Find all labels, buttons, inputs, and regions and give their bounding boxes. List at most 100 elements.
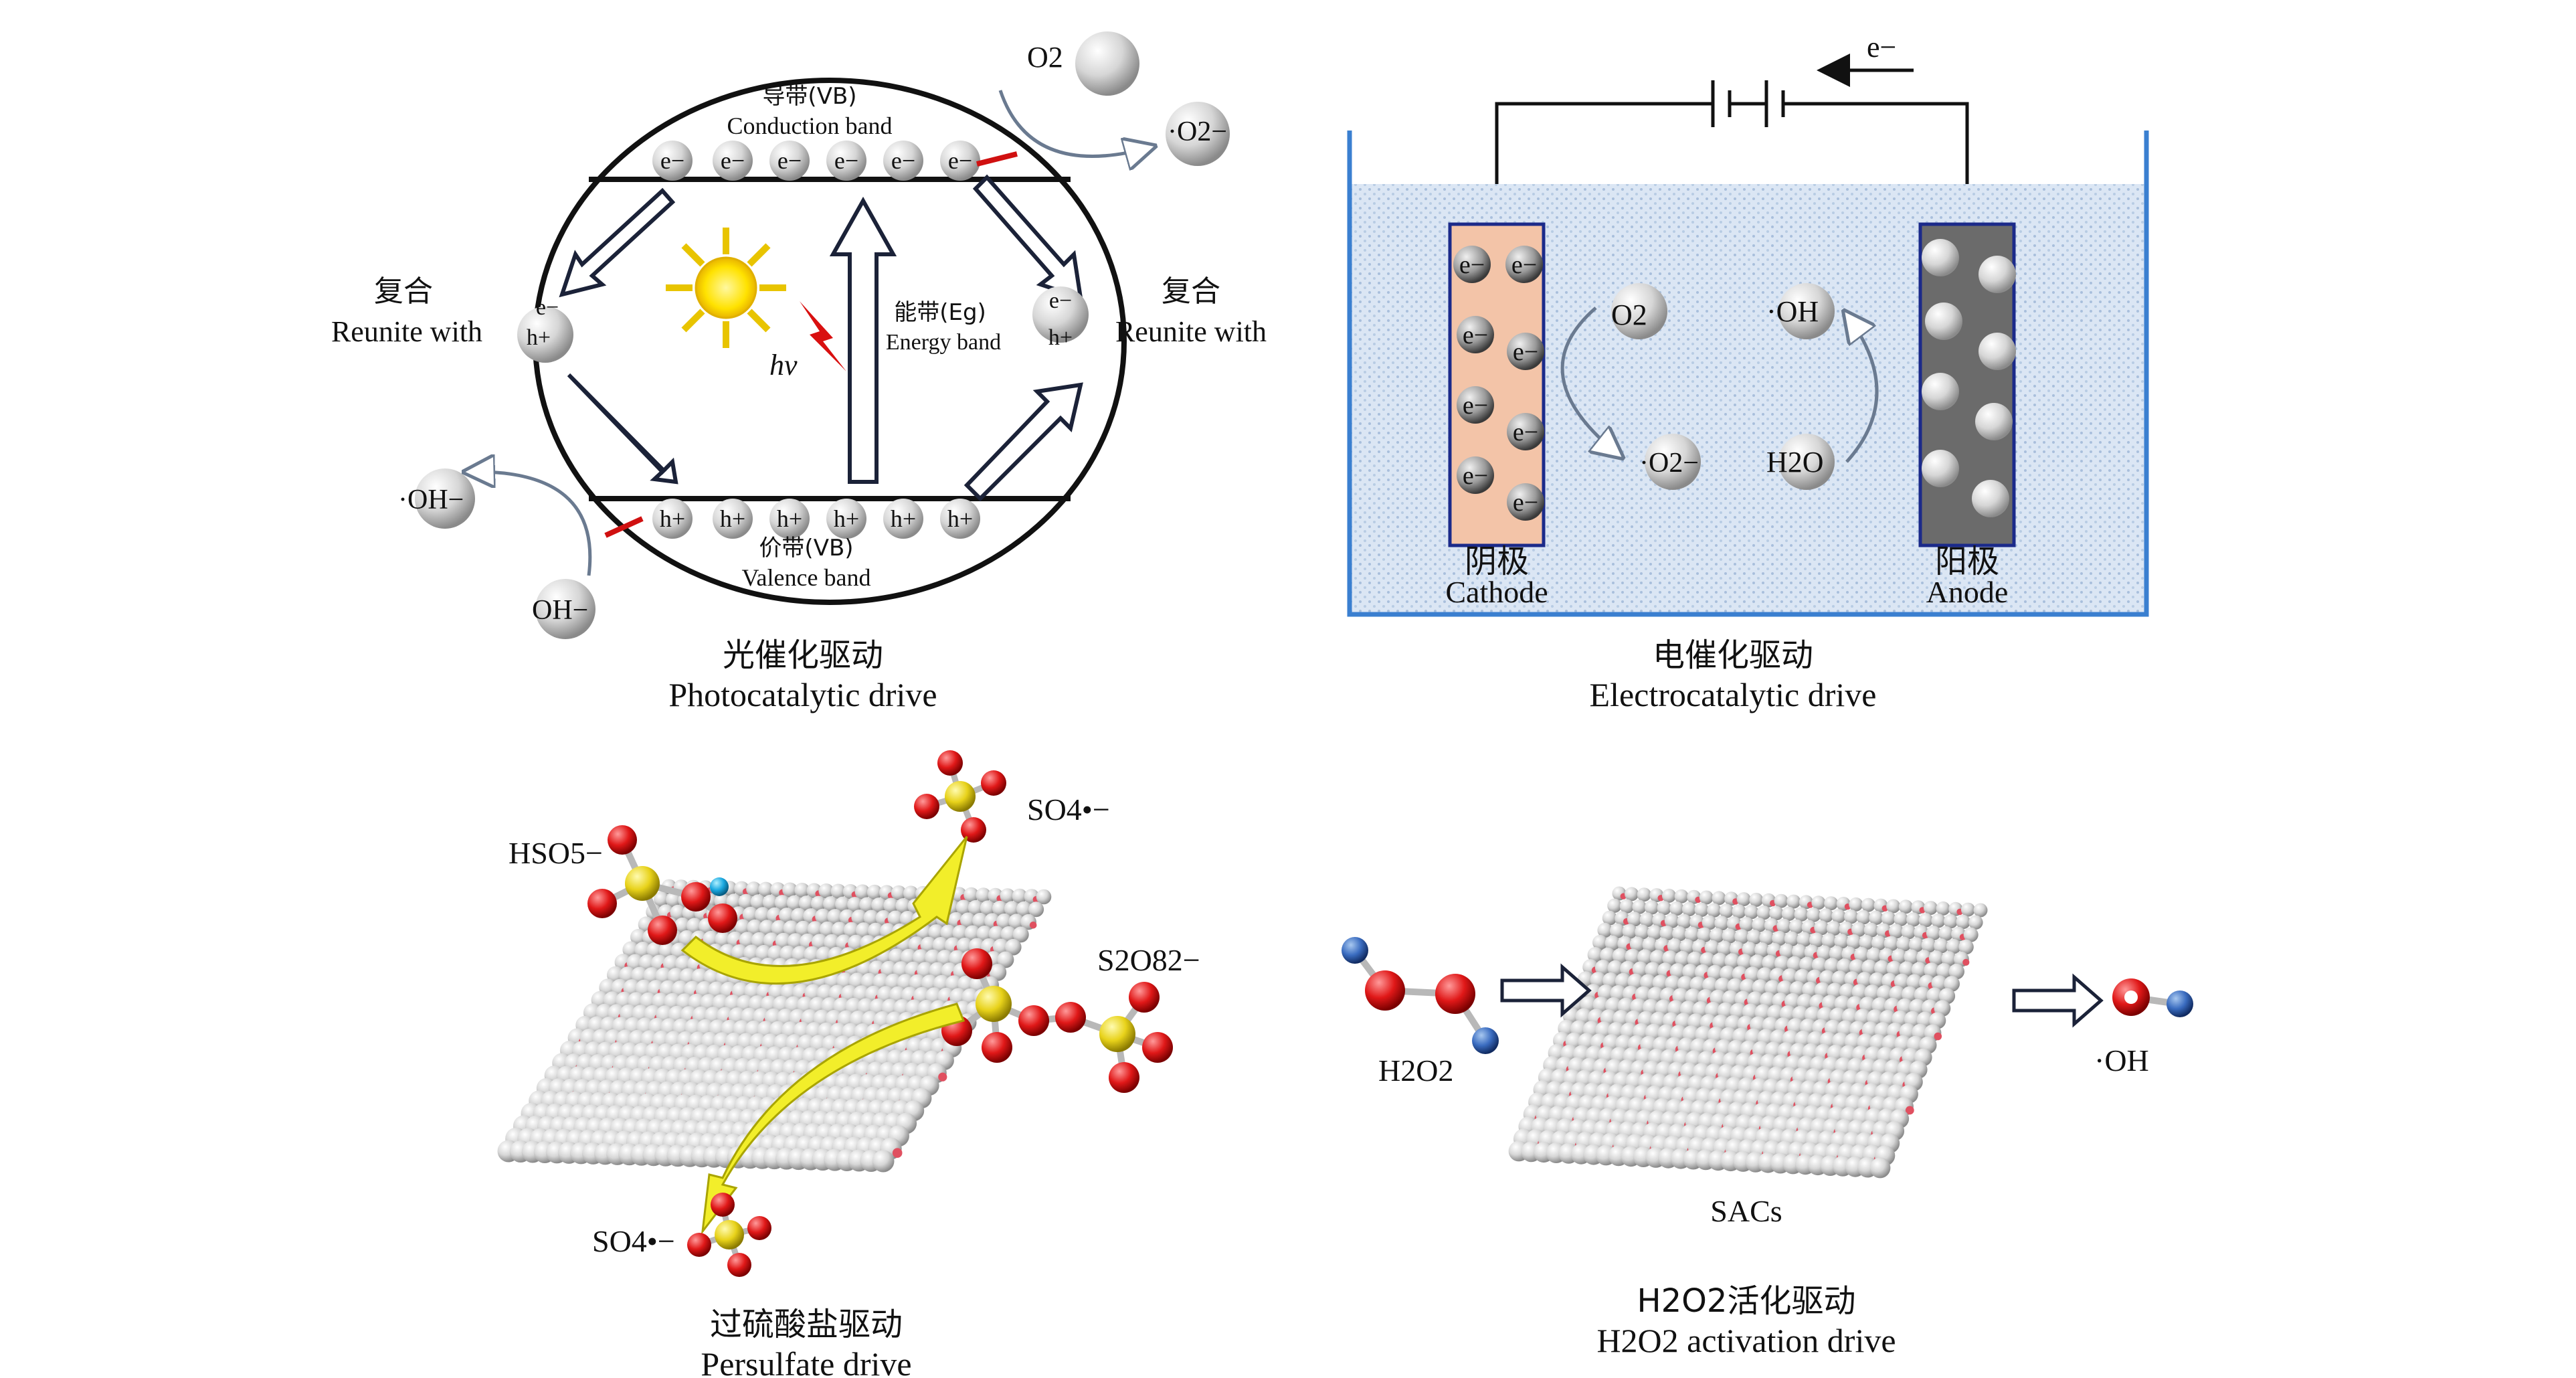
o2-radical-ball: [1166, 102, 1230, 166]
sheet-atom: [992, 900, 1008, 916]
sheet-atom: [739, 932, 756, 948]
sheet-atom: [783, 920, 800, 937]
electron-label: e−: [891, 147, 915, 174]
sheet-atom: [1846, 934, 1862, 950]
sheet-atom: [1712, 952, 1728, 969]
sheet-atom: [812, 934, 828, 950]
sheet-atom: [1934, 938, 1949, 954]
sheet-atom: [1837, 958, 1853, 974]
sheet-atom: [1672, 926, 1687, 942]
sheet-atom: [1701, 915, 1717, 930]
sheet-atom: [1883, 936, 1899, 952]
hole-row: h+ h+ h+ h+ h+ h+: [652, 499, 980, 539]
sheet-atom: [1739, 917, 1754, 932]
sheet-atom: [751, 932, 768, 949]
sheet-atom: [1712, 891, 1726, 906]
to-oh-arrow: [2012, 973, 2104, 1028]
h2o2-caption-cn: H2O2活化驱动: [1637, 1282, 1856, 1320]
sheet-atom: [1632, 961, 1649, 978]
sheet-atom: [823, 896, 838, 912]
sheet-atom: [968, 899, 984, 916]
so4-top-molecule: [914, 750, 1006, 843]
sheet-atom: [1819, 970, 1835, 986]
sheet-atom: [622, 941, 640, 958]
sheet-atom: [1819, 908, 1834, 923]
sheet-atom: [940, 924, 957, 941]
sheet-dopant: [1029, 922, 1037, 929]
sheet-atom: [1612, 948, 1629, 964]
sheet-atom: [1714, 916, 1730, 931]
sheet-atom: [1699, 952, 1716, 968]
sheet-atom: [1000, 926, 1017, 942]
hso5-label: HSO5−: [509, 836, 603, 870]
sheet-atom: [955, 899, 972, 916]
sheet-dopant: [1934, 1032, 1942, 1041]
sheet-atom: [819, 921, 836, 938]
sheet-atom: [1869, 1157, 1891, 1179]
sheet-atom: [1669, 901, 1684, 916]
sheet-atom: [1687, 951, 1703, 968]
sheet-atom: [1811, 957, 1828, 973]
sheet-atom: [1896, 936, 1912, 952]
o2-radical-label: ·O2−: [1639, 448, 1699, 479]
anode-cn: 阳极: [1935, 543, 1999, 580]
to-sacs-arrow: [1500, 963, 1592, 1018]
so4-bottom-molecule: [687, 1193, 771, 1277]
oh-radical-label: ·OH: [1766, 295, 1819, 328]
sheet-atom: [996, 913, 1012, 930]
sheet-atom: [1809, 932, 1825, 948]
so4-bottom-label: SO4•−: [592, 1224, 675, 1258]
sheet-atom: [1769, 906, 1784, 921]
sheet-atom: [1639, 912, 1655, 928]
sheet-atom: [1607, 960, 1624, 976]
sheet-atom: [866, 884, 883, 900]
energy-band-cn: 能带(Eg): [894, 299, 986, 326]
sheet-atom: [1931, 914, 1946, 928]
sheet-atom: [1642, 937, 1658, 953]
sheet-atom: [1669, 963, 1686, 979]
sheet-atom: [1645, 962, 1661, 978]
sheet-atom: [1826, 921, 1841, 936]
sheet-atom: [1782, 968, 1799, 984]
sheet-atom: [867, 922, 884, 939]
sheet-atom: [1707, 964, 1724, 981]
sheet-atom: [900, 948, 917, 966]
sheet-atom: [762, 894, 778, 910]
sheet-atom: [964, 925, 981, 942]
sheet-atom: [1774, 955, 1790, 972]
h2o2-molecule: [1342, 937, 1499, 1054]
sheet-atom: [666, 891, 682, 908]
sheet-atom: [932, 937, 949, 954]
sheet-atom: [815, 908, 831, 925]
sheet-atom: [771, 920, 788, 936]
hole-label: h+: [947, 505, 973, 532]
sheet-atom: [1856, 972, 1873, 988]
electrocatalytic-panel: e− e− e− e− e− e− e− e− e− 阴极 Cathode: [1347, 31, 2149, 713]
sheet-atom: [1674, 951, 1691, 967]
cathode-e: e−: [1513, 338, 1538, 366]
sheet-atom: [1677, 976, 1694, 993]
sheet-atom: [1799, 956, 1815, 973]
sheet-atom: [1649, 950, 1666, 966]
sheet-atom: [1679, 939, 1695, 954]
sheet-atom: [1886, 960, 1902, 977]
sheet-atom: [1936, 963, 1952, 979]
sheet-atom: [807, 921, 824, 938]
sheet-atom: [1008, 914, 1024, 930]
sheet-atom: [928, 924, 945, 940]
oh-label: ·OH: [2094, 1043, 2149, 1078]
sheet-atom: [782, 882, 798, 898]
valence-band-cn: 价带(VB): [759, 535, 853, 562]
electron-label: e−: [834, 147, 858, 174]
oh-minus-ball: [535, 579, 595, 639]
sheet-atom: [1600, 947, 1616, 964]
sheet-atom: [703, 930, 719, 948]
sheet-atom: [1592, 934, 1608, 950]
sheet-atom: [937, 950, 953, 967]
sheet-atom: [1629, 936, 1645, 952]
sheet-atom: [1894, 973, 1910, 990]
sheet-atom: [883, 897, 899, 914]
sheet-atom: [1824, 896, 1839, 911]
sheet-atom: [1784, 931, 1800, 947]
sheet-atom: [1968, 915, 1983, 930]
